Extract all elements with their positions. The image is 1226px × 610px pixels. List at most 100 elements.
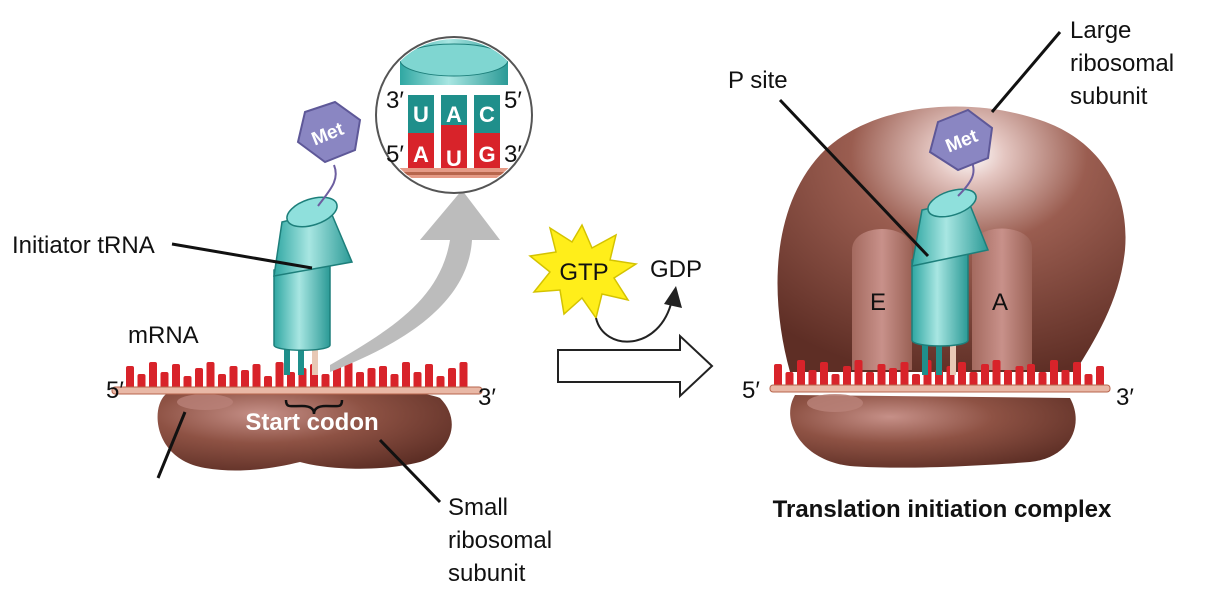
mrna-nucleotide-tick bbox=[126, 366, 134, 390]
mrna-nucleotide-tick bbox=[900, 362, 909, 388]
gtp-starburst bbox=[528, 223, 639, 320]
mrna-nucleotide-tick bbox=[172, 364, 180, 390]
met-hexagon-left: Met bbox=[296, 100, 362, 164]
mrna-nucleotide-tick bbox=[413, 372, 422, 390]
e-site-pillar bbox=[852, 229, 912, 370]
mrna-nucleotide-tick bbox=[390, 374, 399, 390]
mrna-nucleotide-tick bbox=[344, 362, 353, 390]
mrna-nucleotide-tick bbox=[149, 362, 157, 390]
mrna-nucleotide-tick bbox=[1096, 366, 1104, 388]
mrna-nucleotide-tick bbox=[402, 362, 410, 390]
start-codon-bracket bbox=[284, 399, 344, 415]
mrna-nucleotide-tick bbox=[206, 362, 215, 390]
translation-initiation-complex-title: Translation initiation complex bbox=[773, 496, 1112, 523]
mrna-nucleotide-tick bbox=[229, 366, 238, 390]
mrna-nucleotide-tick bbox=[1038, 372, 1047, 388]
left-complex: Met Initiator tRNA mRNA 5′ 3′ Start codo… bbox=[12, 100, 552, 587]
mrna-strand-left bbox=[126, 362, 468, 390]
codon-base-1: A bbox=[413, 142, 429, 167]
large-subunit-label-line2: ribosomal bbox=[1070, 50, 1174, 77]
mrna-nucleotide-tick bbox=[843, 366, 851, 388]
mrna-nucleotide-tick bbox=[877, 364, 886, 388]
mrna-nucleotide-tick bbox=[1061, 370, 1070, 388]
mrna-nucleotide-tick bbox=[1073, 362, 1081, 388]
large-subunit-leader-line bbox=[990, 31, 1062, 113]
mrna-nucleotide-tick bbox=[195, 368, 203, 390]
mrna-nucleotide-tick bbox=[866, 372, 874, 388]
mrna-nucleotide-tick bbox=[1050, 360, 1058, 388]
gtp-hydrolysis: GTP GDP bbox=[528, 223, 714, 399]
codon-base-3: G bbox=[478, 142, 495, 167]
met-hexagon-right: Met bbox=[928, 108, 994, 172]
anticodon-base-3: C bbox=[479, 102, 495, 127]
small-subunit-pointer-line bbox=[156, 411, 187, 479]
mrna-nucleotide-tick bbox=[854, 360, 863, 388]
mrna-nucleotide-tick bbox=[992, 360, 1001, 388]
inset-three-prime-bottom: 3′ bbox=[504, 141, 522, 168]
small-subunit-label-line3: subunit bbox=[448, 560, 526, 587]
initiator-trna-label: Initiator tRNA bbox=[12, 232, 155, 259]
mrna-nucleotide-tick bbox=[137, 374, 146, 390]
mrna-nucleotide-tick bbox=[356, 372, 364, 390]
large-subunit-label-line1: Large bbox=[1070, 17, 1131, 44]
a-site-pillar bbox=[972, 228, 1032, 370]
p-site-label: P site bbox=[728, 67, 788, 94]
mrna-nucleotide-tick bbox=[820, 362, 828, 388]
mrna-nucleotide-tick bbox=[1004, 370, 1012, 388]
mrna-nucleotide-tick bbox=[1015, 366, 1024, 388]
mrna-nucleotide-tick bbox=[981, 364, 989, 388]
p-site-trna bbox=[911, 157, 990, 375]
mrna-label: mRNA bbox=[128, 322, 199, 349]
mrna-nucleotide-tick bbox=[889, 368, 897, 388]
inset-three-prime-top: 3′ bbox=[386, 87, 404, 114]
gtp-label: GTP bbox=[559, 259, 608, 286]
zoom-arrow bbox=[330, 190, 500, 372]
mrna-three-prime-left: 3′ bbox=[478, 384, 496, 411]
mrna-nucleotide-tick bbox=[808, 370, 817, 388]
process-arrow bbox=[557, 333, 714, 399]
mrna-nucleotide-tick bbox=[969, 372, 978, 388]
mrna-strand-right bbox=[774, 360, 1104, 388]
inset-five-prime-top: 5′ bbox=[504, 87, 522, 114]
trna-leader-line bbox=[171, 242, 313, 270]
mrna-nucleotide-tick bbox=[1027, 364, 1035, 388]
mrna-three-prime-right: 3′ bbox=[1116, 384, 1134, 411]
inset-five-prime-bottom: 5′ bbox=[386, 141, 404, 168]
mrna-nucleotide-tick bbox=[287, 372, 295, 390]
mrna-nucleotide-tick bbox=[797, 360, 805, 388]
start-codon-label: Start codon bbox=[245, 409, 378, 436]
small-subunit-leader-line bbox=[378, 438, 442, 504]
codon-anticodon-inset: U A C A U G 3′ 5′ 5′ 3′ bbox=[375, 36, 533, 194]
large-subunit-label-line3: subunit bbox=[1070, 83, 1148, 110]
mrna-nucleotide-tick bbox=[459, 362, 468, 390]
anticodon-base-1: U bbox=[413, 102, 429, 127]
mrna-nucleotide-tick bbox=[333, 366, 341, 390]
gdp-label: GDP bbox=[650, 256, 702, 283]
mrna-nucleotide-tick bbox=[160, 372, 169, 390]
gdp-release-arrow bbox=[595, 299, 673, 343]
mrna-nucleotide-tick bbox=[379, 366, 387, 390]
small-subunit-label-line2: ribosomal bbox=[448, 527, 552, 554]
right-complex: Met P site Large ribosomal subunit E A 5… bbox=[728, 17, 1174, 523]
mrna-five-prime-left: 5′ bbox=[106, 377, 124, 404]
small-ribosomal-subunit-left bbox=[157, 390, 452, 471]
anticodon-base-2: A bbox=[446, 102, 462, 127]
mrna-nucleotide-tick bbox=[321, 374, 330, 390]
small-subunit-label-line1: Small bbox=[448, 494, 508, 521]
mrna-five-prime-right: 5′ bbox=[742, 377, 760, 404]
e-site-label: E bbox=[870, 289, 886, 316]
a-site-label: A bbox=[992, 289, 1008, 316]
mrna-nucleotide-tick bbox=[448, 368, 456, 390]
mrna-nucleotide-tick bbox=[275, 362, 284, 390]
mrna-nucleotide-tick bbox=[218, 374, 226, 390]
mrna-nucleotide-tick bbox=[241, 370, 249, 390]
initiator-trna-shape bbox=[273, 164, 354, 375]
mrna-nucleotide-tick bbox=[367, 368, 376, 390]
mrna-nucleotide-tick bbox=[774, 364, 782, 388]
mrna-nucleotide-tick bbox=[425, 364, 433, 390]
mrna-nucleotide-tick bbox=[958, 362, 966, 388]
mrna-nucleotide-tick bbox=[785, 372, 794, 388]
codon-base-2: U bbox=[446, 146, 462, 171]
p-site-leader-line bbox=[778, 98, 930, 258]
